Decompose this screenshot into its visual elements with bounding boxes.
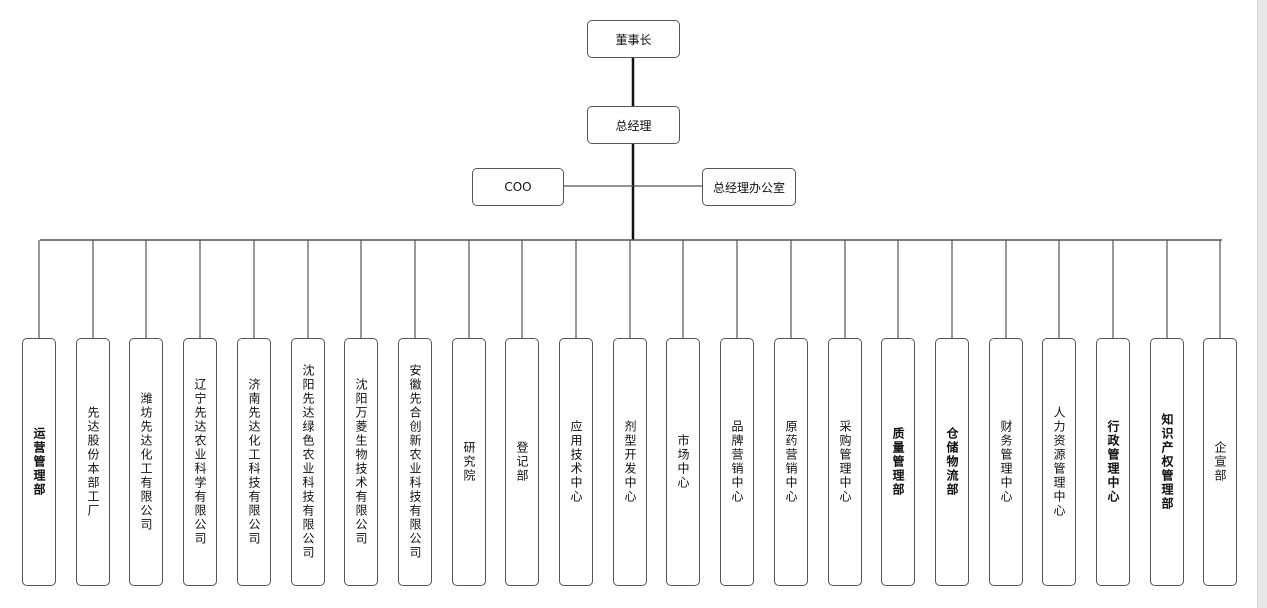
- department-node[interactable]: 市场中心: [666, 338, 700, 586]
- vertical-scrollbar[interactable]: [1257, 0, 1267, 608]
- department-label: 运营管理部: [32, 427, 46, 497]
- department-node[interactable]: 沈阳先达绿色农业科技有限公司: [291, 338, 325, 586]
- department-label: 安徽先合创新农业科技有限公司: [408, 364, 422, 560]
- department-node[interactable]: 质量管理部: [881, 338, 915, 586]
- department-label: 仓储物流部: [945, 427, 959, 497]
- department-label: 财务管理中心: [999, 420, 1013, 504]
- department-drops: [38, 240, 1221, 338]
- department-node[interactable]: 研究院: [452, 338, 486, 586]
- department-node[interactable]: 沈阳万菱生物技术有限公司: [344, 338, 378, 586]
- department-label: 研究院: [462, 441, 476, 483]
- department-node[interactable]: 辽宁先达农业科学有限公司: [183, 338, 217, 586]
- department-node[interactable]: 先达股份本部工厂: [76, 338, 110, 586]
- department-node[interactable]: 登记部: [505, 338, 539, 586]
- department-label: 济南先达化工科技有限公司: [247, 378, 261, 546]
- department-node[interactable]: 企宣部: [1203, 338, 1237, 586]
- department-node[interactable]: 济南先达化工科技有限公司: [237, 338, 271, 586]
- department-node[interactable]: 采购管理中心: [828, 338, 862, 586]
- department-node[interactable]: 应用技术中心: [559, 338, 593, 586]
- department-label: 采购管理中心: [838, 420, 852, 504]
- department-label: 人力资源管理中心: [1052, 406, 1066, 518]
- department-node[interactable]: 仓储物流部: [935, 338, 969, 586]
- department-node[interactable]: 剂型开发中心: [613, 338, 647, 586]
- gm-office-node[interactable]: 总经理办公室: [702, 168, 796, 206]
- department-label: 企宣部: [1213, 441, 1227, 483]
- department-node[interactable]: 运营管理部: [22, 338, 56, 586]
- department-label: 知识产权管理部: [1160, 413, 1174, 511]
- general-manager-label: 总经理: [615, 118, 652, 133]
- department-label: 应用技术中心: [569, 420, 583, 504]
- chairman-label: 董事长: [615, 32, 652, 47]
- gm-office-label: 总经理办公室: [712, 180, 785, 195]
- department-label: 沈阳先达绿色农业科技有限公司: [301, 364, 315, 560]
- department-node[interactable]: 安徽先合创新农业科技有限公司: [398, 338, 432, 586]
- department-label: 品牌营销中心: [730, 420, 744, 504]
- department-node[interactable]: 人力资源管理中心: [1042, 338, 1076, 586]
- department-label: 市场中心: [676, 434, 690, 490]
- department-label: 原药营销中心: [784, 420, 798, 504]
- department-node[interactable]: 原药营销中心: [774, 338, 808, 586]
- department-label: 剂型开发中心: [623, 420, 637, 504]
- department-label: 先达股份本部工厂: [86, 406, 100, 518]
- general-manager-node[interactable]: 总经理: [587, 106, 680, 144]
- department-label: 质量管理部: [891, 427, 905, 497]
- department-label: 行政管理中心: [1106, 420, 1120, 504]
- department-label: 辽宁先达农业科学有限公司: [193, 378, 207, 546]
- department-node[interactable]: 行政管理中心: [1096, 338, 1130, 586]
- department-node[interactable]: 财务管理中心: [989, 338, 1023, 586]
- department-node[interactable]: 潍坊先达化工有限公司: [129, 338, 163, 586]
- department-label: 沈阳万菱生物技术有限公司: [354, 378, 368, 546]
- chairman-node[interactable]: 董事长: [587, 20, 680, 58]
- department-node[interactable]: 品牌营销中心: [720, 338, 754, 586]
- department-node[interactable]: 知识产权管理部: [1150, 338, 1184, 586]
- coo-node[interactable]: COO: [472, 168, 564, 206]
- department-label: 登记部: [515, 441, 529, 483]
- coo-label: COO: [504, 180, 532, 194]
- department-label: 潍坊先达化工有限公司: [139, 392, 153, 532]
